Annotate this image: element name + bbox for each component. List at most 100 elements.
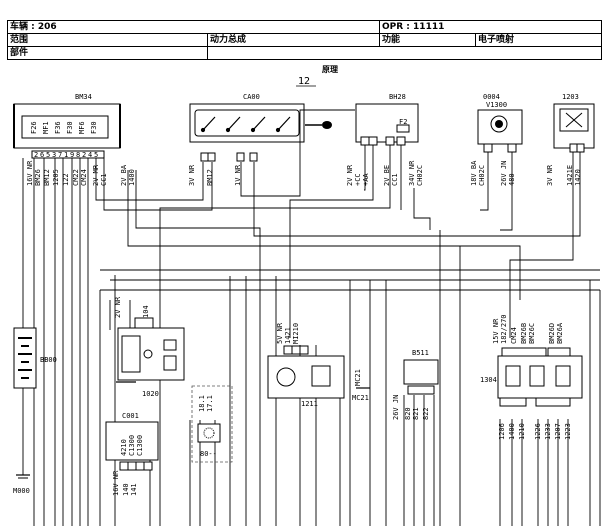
- b511-box: [403, 359, 439, 385]
- svg-text:BM26D: BM26D: [548, 323, 556, 344]
- svg-text:16V NR: 16V NR: [112, 470, 120, 496]
- svg-text:F26: F26: [30, 121, 38, 134]
- svg-text:BM12: BM12: [43, 169, 51, 186]
- svg-text:+CC: +CC: [354, 173, 362, 186]
- bm34-pins: 2 6 5 3 7 1 9 8 2 4 5: [34, 151, 98, 159]
- svg-text:3: 3: [52, 151, 56, 159]
- svg-text:1207: 1207: [554, 423, 562, 440]
- svg-text:820: 820: [404, 407, 412, 420]
- page-number: 12: [298, 76, 310, 87]
- svg-text:140: 140: [122, 483, 130, 496]
- svg-text:8: 8: [76, 151, 80, 159]
- svg-text:C1300: C1300: [128, 435, 136, 456]
- svg-text:141: 141: [130, 483, 138, 496]
- svg-text:5: 5: [94, 151, 98, 159]
- svg-text:+AA: +AA: [362, 173, 370, 186]
- bm34-label: BM34: [75, 93, 92, 101]
- svg-text:CM24: CM24: [80, 169, 88, 186]
- svg-text:16V NR: 16V NR: [26, 160, 34, 186]
- battery-bb00: [13, 300, 37, 475]
- bb00-label: BB00: [40, 356, 57, 364]
- svg-text:1223: 1223: [564, 423, 572, 440]
- c80-dashed-box: [191, 385, 233, 463]
- svg-text:MF1: MF1: [42, 121, 50, 134]
- svg-text:7: 7: [58, 151, 62, 159]
- svg-text:5V NR: 5V NR: [276, 322, 284, 344]
- svg-text:BM26B: BM26B: [520, 323, 528, 344]
- gear-icon: [203, 427, 215, 439]
- fuel-pump-icon: [311, 365, 331, 387]
- key-icon: [305, 121, 332, 129]
- svg-text:4: 4: [88, 151, 92, 159]
- svg-text:C1300: C1300: [136, 435, 144, 456]
- svg-text:1421E: 1421E: [566, 165, 574, 186]
- svg-text:1420: 1420: [574, 169, 582, 186]
- svg-text:18V BA: 18V BA: [470, 160, 478, 186]
- svg-text:F30: F30: [66, 121, 74, 134]
- svg-text:3V NR: 3V NR: [188, 164, 196, 186]
- mc21-label: MC21: [352, 394, 369, 402]
- svg-text:4210: 4210: [120, 439, 128, 456]
- c1211-label: 1211: [301, 400, 318, 408]
- svg-text:1226: 1226: [534, 423, 542, 440]
- header-table: 车辆 : 206 OPR : 11111 范围 动力总成 功能 电子喷射 部件: [7, 20, 603, 62]
- ca00-label: CA00: [243, 93, 260, 101]
- svg-text:2V BE: 2V BE: [383, 165, 391, 186]
- b511-label: B511: [412, 349, 429, 357]
- part-label: 部件: [7, 46, 208, 60]
- svg-text:1233: 1233: [544, 423, 552, 440]
- svg-text:BM26: BM26: [34, 169, 42, 186]
- bm34-wire-labels: 16V NR BM26 BM12 1205 122 CM22 CM24 2V M…: [26, 160, 136, 186]
- svg-text:122: 122: [62, 173, 70, 186]
- c80-label: 80--: [200, 450, 217, 458]
- v1300-code: 0004: [483, 93, 500, 101]
- svg-text:2: 2: [34, 151, 38, 159]
- svg-text:CC1: CC1: [391, 173, 399, 186]
- part-value: [206, 46, 603, 60]
- svg-text:MF6: MF6: [78, 121, 86, 134]
- svg-text:1210: 1210: [518, 423, 526, 440]
- svg-text:1205: 1205: [52, 169, 60, 186]
- svg-text:3V NR: 3V NR: [546, 164, 554, 186]
- c1020-label: 1020: [142, 390, 159, 398]
- c0001-box: [105, 421, 159, 461]
- svg-text:2: 2: [82, 151, 86, 159]
- svg-text:26V JN: 26V JN: [392, 395, 400, 420]
- bh28-label: BH28: [389, 93, 406, 101]
- svg-text:MC21: MC21: [354, 369, 362, 386]
- svg-text:2V NR: 2V NR: [346, 164, 354, 186]
- svg-text:821: 821: [412, 407, 420, 420]
- svg-text:822: 822: [422, 407, 430, 420]
- svg-text:18.1: 18.1: [198, 395, 206, 412]
- svg-text:34V NR: 34V NR: [408, 160, 416, 186]
- v1300-label: V1300: [486, 101, 507, 109]
- svg-text:9: 9: [70, 151, 74, 159]
- svg-text:1V NR: 1V NR: [234, 164, 242, 186]
- svg-text:17.1: 17.1: [206, 395, 214, 412]
- wire-harness: [22, 109, 601, 526]
- svg-text:2V NR: 2V NR: [114, 296, 122, 318]
- c1203-label: 1203: [562, 93, 579, 101]
- svg-text:6: 6: [40, 151, 44, 159]
- svg-text:CM24: CM24: [510, 327, 518, 344]
- svg-text:5: 5: [46, 151, 50, 159]
- m000-label: M000: [13, 487, 30, 495]
- svg-text:F30: F30: [90, 121, 98, 134]
- svg-text:2V BA: 2V BA: [120, 164, 128, 186]
- svg-text:BM12: BM12: [206, 169, 214, 186]
- svg-text:1: 1: [64, 151, 68, 159]
- bm34-fuses: F26 MF1 F36 F30 MF6 F30: [30, 121, 98, 134]
- svg-text:BM26A: BM26A: [556, 322, 564, 344]
- bh28-box: [355, 103, 419, 143]
- svg-text:104: 104: [142, 305, 150, 318]
- ground-icon: [16, 474, 30, 479]
- svg-text:F36: F36: [54, 121, 62, 134]
- svg-text:F2: F2: [399, 118, 407, 126]
- motor-icon: [276, 367, 296, 387]
- svg-text:1421: 1421: [284, 327, 292, 344]
- diagram-caption: 原理: [322, 65, 338, 74]
- svg-text:MI210: MI210: [292, 323, 300, 344]
- svg-text:CM22: CM22: [72, 169, 80, 186]
- svg-text:CH02C: CH02C: [416, 165, 424, 186]
